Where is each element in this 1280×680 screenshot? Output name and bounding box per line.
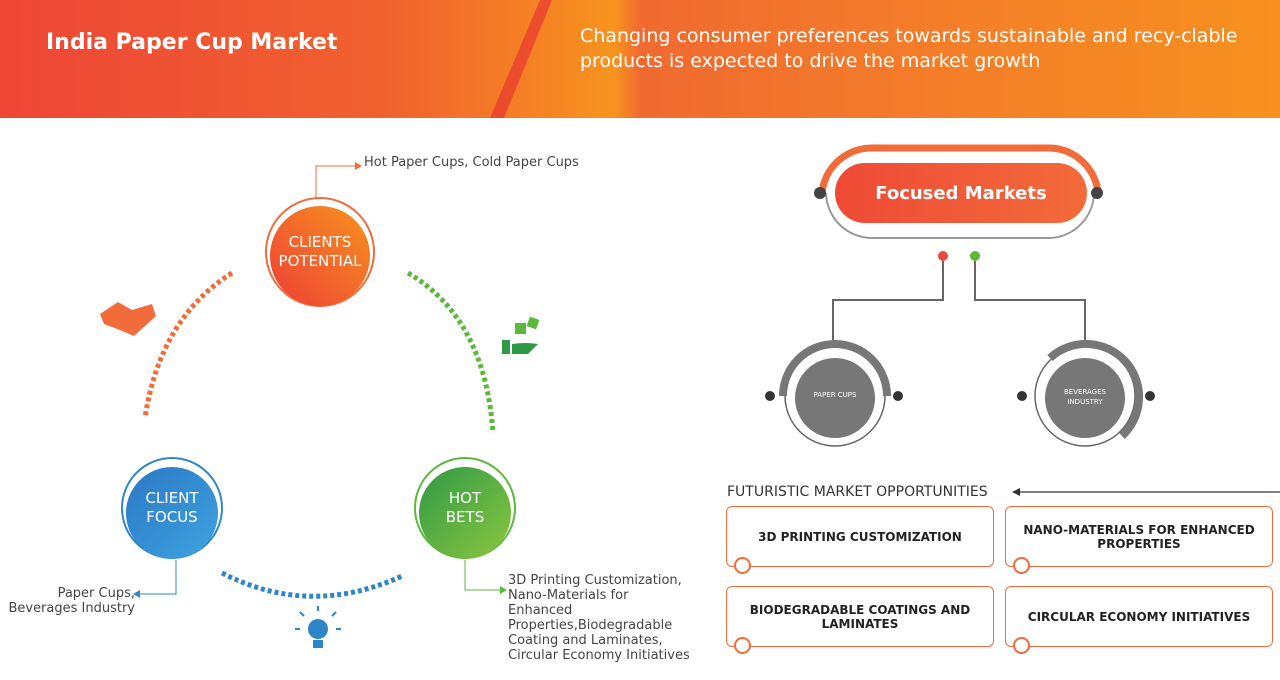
knob-icon bbox=[734, 557, 751, 574]
opportunity-label: BIODEGRADABLE COATINGS AND LAMINATES bbox=[749, 602, 971, 631]
beverages-circle bbox=[1045, 358, 1125, 438]
clients-potential-label: CLIENTS POTENTIAL bbox=[278, 233, 362, 270]
hot-bets-note: 3D Printing Customization, Nano-Material… bbox=[508, 573, 690, 663]
hot-bets-label: HOT BETS bbox=[445, 489, 485, 526]
opportunity-card: NANO-MATERIALS FOR ENHANCED PROPERTIES bbox=[1005, 506, 1273, 574]
handshake-icon bbox=[100, 302, 156, 336]
opportunity-card: 3D PRINTING CUSTOMIZATION bbox=[726, 506, 994, 574]
dice-hand-icon bbox=[502, 316, 540, 354]
lightbulb-icon bbox=[295, 606, 341, 648]
market-paper-cups: PAPER CUPS bbox=[813, 391, 857, 399]
client-focus-note: Paper Cups, Beverages Industry bbox=[8, 586, 135, 616]
knob-icon bbox=[1013, 637, 1030, 654]
opportunity-label: NANO-MATERIALS FOR ENHANCED PROPERTIES bbox=[1023, 522, 1255, 551]
knob-icon bbox=[1013, 557, 1030, 574]
knob-icon bbox=[734, 637, 751, 654]
dashed-arc-left bbox=[142, 270, 234, 419]
dashed-arc-bottom bbox=[220, 570, 404, 599]
banner-divider bbox=[490, 0, 552, 118]
market-beverages: BEVERAGES INDUSTRY bbox=[1064, 388, 1106, 406]
page-title: India Paper Cup Market bbox=[46, 30, 338, 55]
client-focus-circle bbox=[126, 467, 218, 559]
opportunity-label: 3D PRINTING CUSTOMIZATION bbox=[758, 529, 962, 544]
diagram-graphics bbox=[100, 144, 1280, 648]
hot-bets-circle bbox=[419, 467, 511, 559]
opportunities-title: FUTURISTIC MARKET OPPORTUNITIES bbox=[727, 484, 988, 500]
opportunity-card: BIODEGRADABLE COATINGS AND LAMINATES bbox=[726, 586, 994, 654]
focused-markets-pill: Focused Markets bbox=[835, 163, 1087, 223]
dashed-arc-right bbox=[406, 270, 496, 434]
tagline: Changing consumer preferences towards su… bbox=[580, 25, 1238, 72]
opportunity-card: CIRCULAR ECONOMY INITIATIVES bbox=[1005, 586, 1273, 654]
clients-potential-circle bbox=[270, 206, 370, 306]
client-focus-label: CLIENT FOCUS bbox=[145, 489, 199, 526]
paper-cups-circle bbox=[795, 358, 875, 438]
header-banner bbox=[0, 0, 1280, 118]
clients-potential-note: Hot Paper Cups, Cold Paper Cups bbox=[364, 155, 579, 170]
opportunity-label: CIRCULAR ECONOMY INITIATIVES bbox=[1027, 609, 1251, 624]
